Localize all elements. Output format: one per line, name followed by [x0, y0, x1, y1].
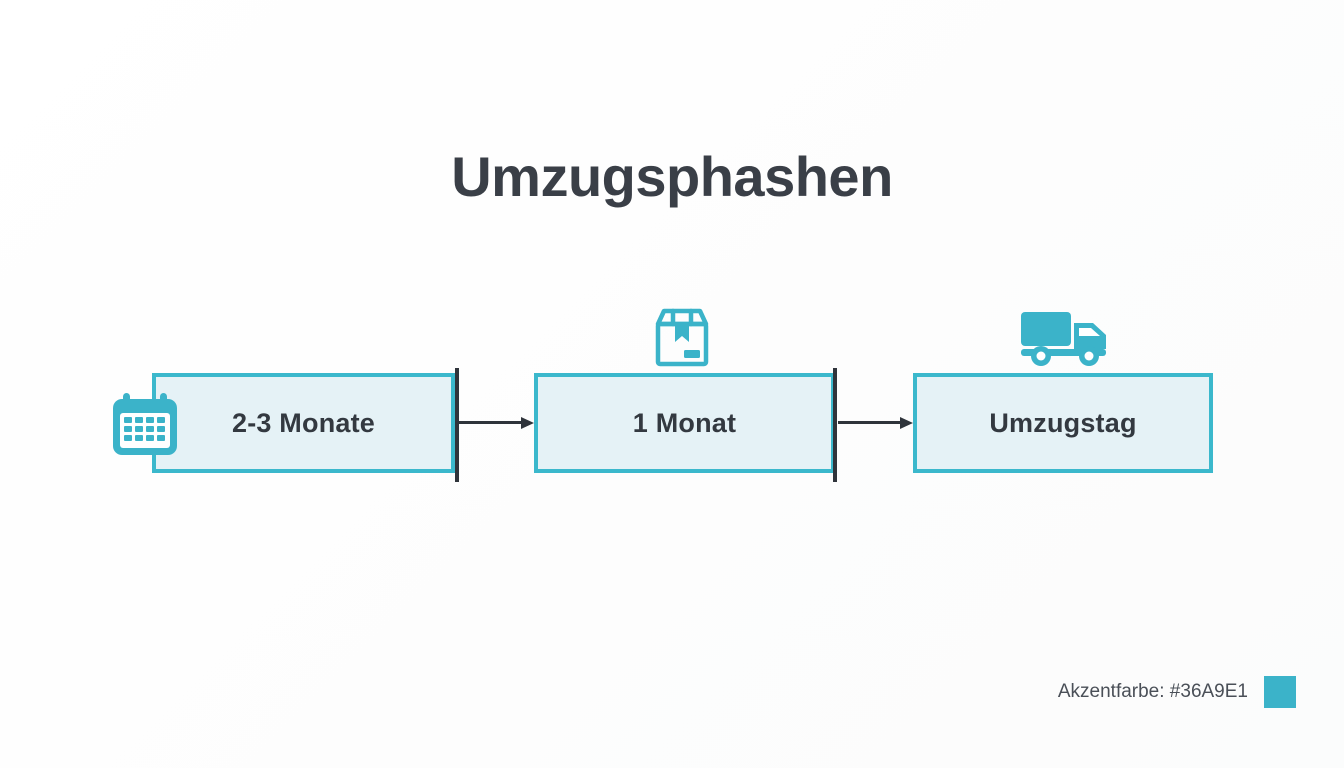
- truck-icon: [1019, 309, 1111, 367]
- arrow-shaft-1: [459, 421, 521, 424]
- arrow-right-icon-1: [459, 417, 534, 429]
- phase-label-2: 1 Monat: [632, 407, 737, 438]
- page-title: Umzugsphashen: [451, 145, 893, 208]
- arrow-right-icon-2: [838, 417, 913, 429]
- phase-divider-2: [833, 368, 837, 482]
- accent-color-swatch: [1264, 676, 1296, 708]
- calendar-icon: [111, 391, 179, 457]
- arrow-head-2: [900, 417, 913, 429]
- phase-label-3: Umzugstag: [989, 407, 1137, 438]
- phase-label-1: 2-3 Monate: [231, 407, 376, 438]
- phase-box-1[interactable]: 2-3 Monate: [152, 373, 455, 473]
- arrow-head-1: [521, 417, 534, 429]
- package-icon: [648, 306, 716, 368]
- phase-box-3[interactable]: Umzugstag: [913, 373, 1213, 473]
- phase-divider-1: [455, 368, 459, 482]
- accent-color-note: Akzentfarbe: #36A9E1: [1058, 676, 1296, 708]
- accent-color-label: Akzentfarbe: #36A9E1: [1057, 681, 1248, 702]
- arrow-shaft-2: [838, 421, 900, 424]
- phase-box-2[interactable]: 1 Monat: [534, 373, 835, 473]
